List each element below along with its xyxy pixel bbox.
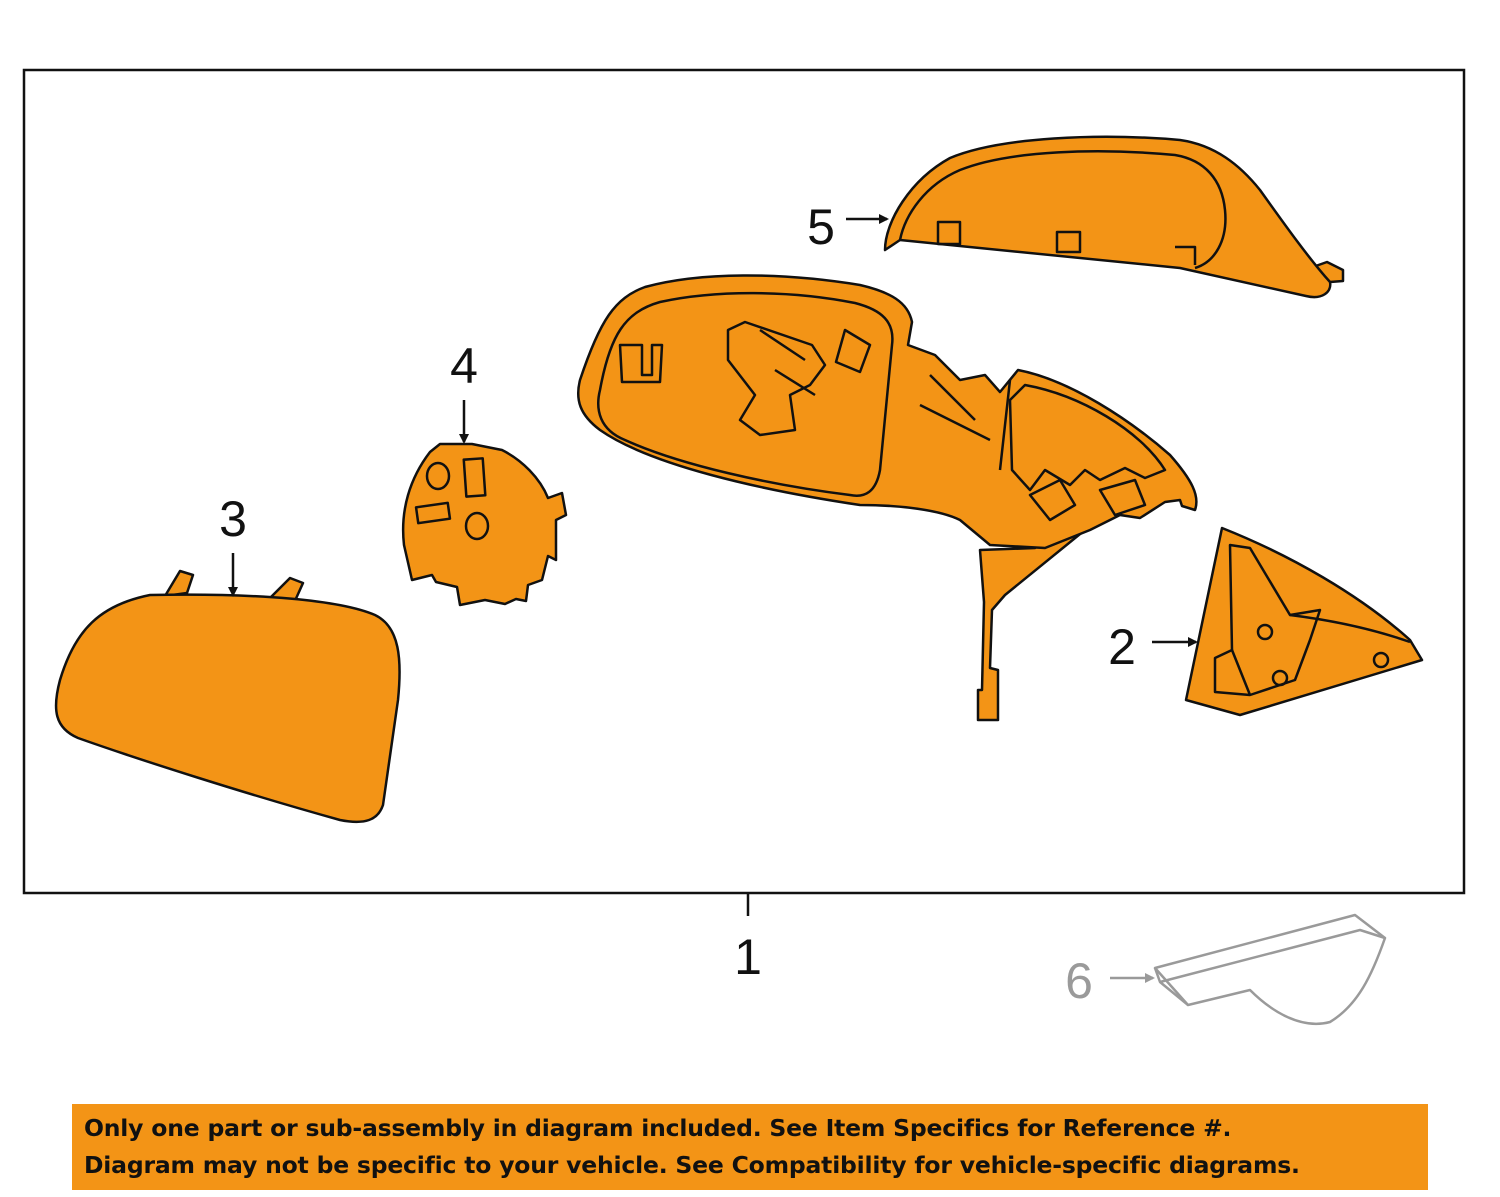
callout-3: 3 — [219, 491, 247, 547]
part-backing-plate — [401, 442, 568, 607]
part-housing-cover — [883, 135, 1345, 299]
part-trim-not-included — [1153, 913, 1387, 1025]
callout-4: 4 — [450, 338, 478, 394]
disclaimer-line-2: Diagram may not be specific to your vehi… — [84, 1151, 1300, 1179]
callout-5: 5 — [807, 199, 835, 255]
part-mirror-glass — [54, 569, 401, 824]
callout-1: 1 — [734, 929, 762, 985]
parts-diagram: 1 2 3 4 5 6 — [22, 68, 1466, 1025]
assembly-frame — [22, 68, 1466, 895]
disclaimer-line-1: Only one part or sub-assembly in diagram… — [84, 1114, 1232, 1142]
part-mirror-housing — [576, 274, 1198, 722]
callout-6: 6 — [1065, 953, 1093, 1009]
disclaimer-banner: Only one part or sub-assembly in diagram… — [72, 1104, 1428, 1190]
part-sail-cover — [1184, 526, 1424, 717]
callout-2: 2 — [1108, 619, 1136, 675]
